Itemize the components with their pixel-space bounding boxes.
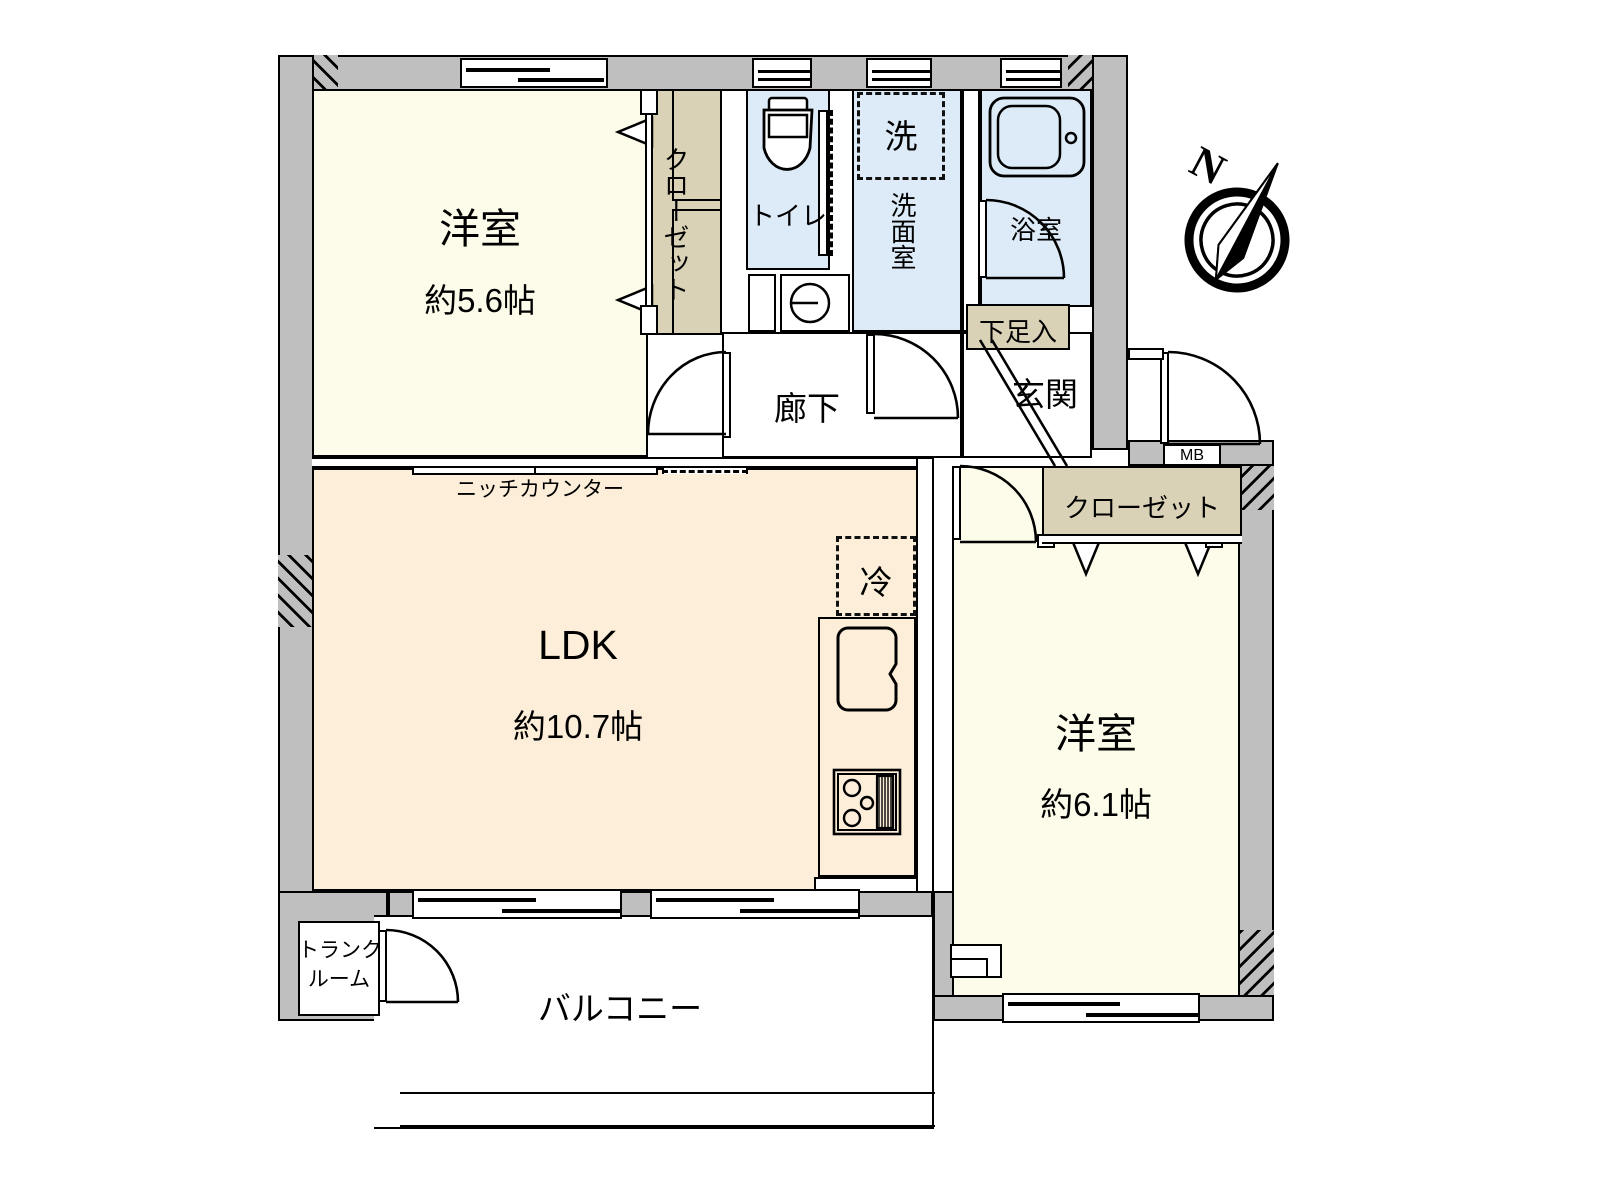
bedroom-north-door-leaf <box>722 352 731 438</box>
balcony-label: バルコニー <box>537 990 703 1027</box>
refrigerator-label: 冷 <box>859 564 893 601</box>
balcony-railing-line-1 <box>400 1092 935 1094</box>
wall-ldk-top <box>312 457 934 468</box>
toilet-label: トイレ <box>748 201 827 231</box>
shoe-cabinet <box>966 304 1070 350</box>
washroom-door-leaf <box>866 334 875 414</box>
closet-north-shelf-divider <box>672 89 722 201</box>
niche-counter-split <box>534 461 536 475</box>
wall-ldk-east-divider <box>916 457 934 893</box>
counter-dashed-line <box>662 470 748 473</box>
ldk-name: LDK <box>538 622 618 668</box>
bedroom-east-name: 洋室 <box>1055 711 1137 757</box>
ldk-area: 約10.7帖 <box>512 708 644 745</box>
room-entrance <box>962 332 1092 458</box>
north-letter: N <box>1182 137 1233 195</box>
bath-label: 浴室 <box>1009 215 1062 245</box>
shoe-cabinet-label: 下足入 <box>978 317 1057 347</box>
kitchen-sink-icon <box>836 626 898 712</box>
closet-north-track <box>645 96 653 330</box>
entrance-label: 玄関 <box>1012 376 1078 413</box>
front-door-leaf <box>1160 352 1169 444</box>
bathtub-icon <box>988 96 1086 178</box>
front-door-swing-arc <box>1167 350 1262 446</box>
window-ldk-left <box>412 889 622 919</box>
exterior-wall-right-lower <box>1238 440 1274 1015</box>
vanity-cabinet-left <box>748 274 776 332</box>
exterior-wall-left <box>278 55 314 915</box>
closet-north-shelf-divider-2 <box>672 209 722 335</box>
refrigerator-space <box>836 536 916 616</box>
trunk-room-door-leaf <box>378 930 387 1002</box>
room-corridor <box>722 332 962 458</box>
bedroom-east-door-swing-arc <box>959 464 1038 544</box>
east-bedroom-stub-inner <box>950 958 988 978</box>
closet-east-sill <box>1042 534 1242 544</box>
bedroom-north-area: 約5.6帖 <box>424 282 536 319</box>
exterior-wall-right-upper <box>1092 55 1128 450</box>
bedroom-north-door-swing-arc <box>646 350 727 436</box>
washroom-label: 洗面室 <box>887 192 917 270</box>
bedroom-east-area: 約6.1帖 <box>1040 786 1152 823</box>
trunk-room-door-swing-arc <box>385 928 460 1004</box>
closet-east-label: クローゼット <box>1063 493 1220 523</box>
window-bedroom-north <box>460 58 608 88</box>
bedroom-east-door-leaf <box>952 466 961 540</box>
window-toilet <box>752 58 812 88</box>
balcony-railing-line-2 <box>400 1125 935 1127</box>
window-ldk-right <box>650 889 860 919</box>
wash-basin-icon <box>789 282 831 324</box>
closet-north-jamb-top <box>640 89 658 115</box>
room-bedroom-north <box>312 89 648 457</box>
washroom-door-swing-arc <box>873 332 960 420</box>
trunk-room-label-line1: トランク <box>298 939 382 962</box>
trunk-room-label-line2: ルーム <box>307 968 371 991</box>
meter-box <box>1163 444 1221 466</box>
entrance-step-lines <box>978 339 1069 467</box>
wall-washroom-bath <box>962 89 980 332</box>
meter-box-label: MB <box>1180 447 1204 464</box>
toilet-sliding-door <box>818 110 828 256</box>
washer-label: 洗 <box>884 118 918 155</box>
bedroom-north-name: 洋室 <box>439 206 521 252</box>
closet-north-jamb-bottom <box>640 305 658 335</box>
front-door-frame <box>1128 348 1164 360</box>
niche-counter-label: ニッチカウンター <box>456 478 624 501</box>
window-bath <box>1000 58 1062 88</box>
wall-hatch-left-mid <box>278 555 314 627</box>
corridor-label: 廊下 <box>774 390 840 427</box>
toilet-bowl-icon <box>762 96 814 171</box>
north-arrow-icon: N <box>1182 137 1290 293</box>
gas-stove-icon <box>832 768 902 836</box>
toilet-door-dashed-track <box>830 110 833 256</box>
window-bedroom-east <box>1002 993 1200 1023</box>
closet-north-label: クローゼット <box>660 146 690 302</box>
window-washroom <box>866 58 932 88</box>
bath-door-swing-arc <box>985 198 1066 280</box>
washing-machine-space <box>857 92 945 180</box>
